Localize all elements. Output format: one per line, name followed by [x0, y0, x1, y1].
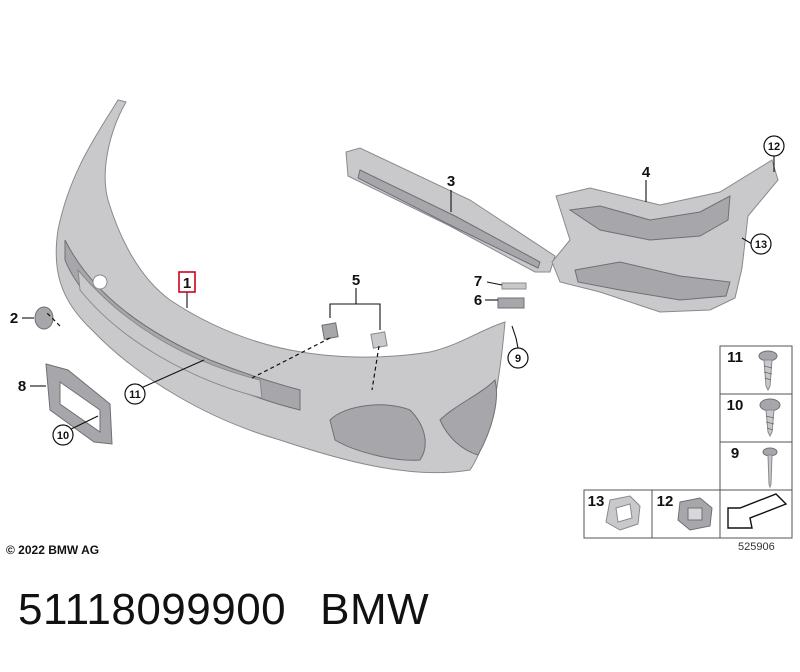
callout-11[interactable]: 11 — [129, 389, 141, 401]
callout-13[interactable]: 13 — [755, 239, 767, 251]
fastener-table: 11 10 9 13 12 — [583, 345, 793, 539]
fastener-cell-10[interactable] — [719, 393, 793, 443]
callout-1-highlight-box — [178, 271, 196, 293]
drawing-number: 525906 — [738, 541, 775, 553]
callout-1[interactable]: 1 — [183, 275, 191, 292]
part-number: 51118099900 — [18, 585, 287, 634]
callout-3[interactable]: 3 — [447, 173, 455, 190]
callout-9-circle — [507, 347, 529, 369]
brand-name: BMW — [320, 585, 430, 634]
fastener-label-10: 10 — [727, 397, 744, 414]
fastener-label-11: 11 — [727, 349, 743, 366]
callout-5[interactable]: 5 — [352, 272, 360, 289]
cap-illustration — [34, 306, 54, 330]
screw-10-icon — [759, 398, 781, 438]
callout-10[interactable]: 10 — [57, 430, 69, 442]
callout-12-circle — [763, 135, 785, 157]
fastener-label-12: 12 — [657, 493, 674, 510]
carrier-frame-illustration — [551, 159, 779, 313]
callout-7[interactable]: 7 — [474, 273, 482, 290]
fastener-cell-9[interactable] — [719, 441, 793, 491]
callout-13-circle — [750, 233, 772, 255]
callout-labels: 1 2 3 4 5 6 7 8 9 10 11 12 13 — [10, 135, 785, 446]
callout-4[interactable]: 4 — [642, 164, 651, 181]
callout-9[interactable]: 9 — [515, 353, 521, 365]
small-clips-illustration — [321, 282, 527, 349]
fastener-cell-11[interactable] — [719, 345, 793, 395]
callout-6[interactable]: 6 — [474, 292, 482, 309]
fastener-label-9: 9 — [731, 445, 739, 462]
part-identification: 51118099900 BMW — [18, 585, 463, 635]
callout-12[interactable]: 12 — [768, 141, 780, 153]
bumper-cover-illustration — [55, 99, 506, 474]
callout-11-circle — [124, 383, 146, 405]
leader-lines — [22, 155, 775, 433]
callout-8[interactable]: 8 — [18, 378, 26, 395]
callout-10-circle — [52, 424, 74, 446]
nut-12-icon — [677, 497, 713, 531]
screw-11-icon — [758, 350, 778, 392]
fastener-label-13: 13 — [588, 493, 605, 510]
copyright-notice: © 2022 BMW AG — [6, 543, 100, 557]
callout-2[interactable]: 2 — [10, 310, 18, 327]
screw-9-icon — [762, 447, 778, 489]
direction-arrow-icon — [727, 493, 788, 529]
clip-13-icon — [605, 495, 641, 531]
